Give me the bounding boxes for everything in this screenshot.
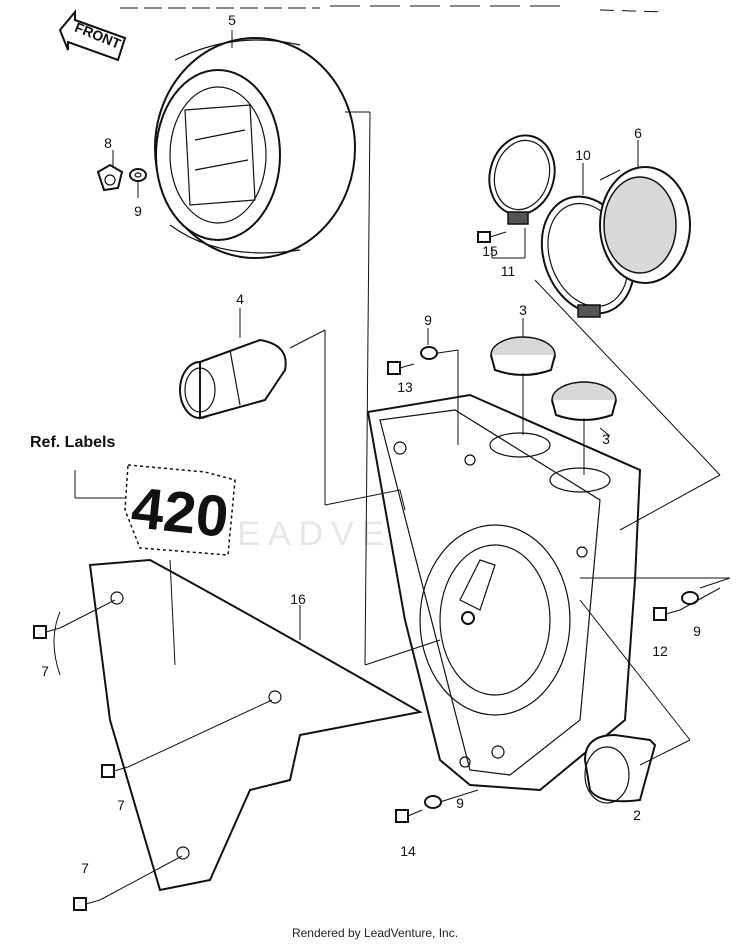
bolt-7-b bbox=[101, 764, 129, 778]
clamp-ring-11 bbox=[488, 134, 556, 225]
intake-duct-4 bbox=[179, 338, 287, 420]
callout-16: 16 bbox=[290, 591, 306, 607]
wing-nut bbox=[96, 163, 124, 192]
bolt-12 bbox=[653, 607, 681, 621]
air-box-housing bbox=[366, 393, 642, 792]
bolt-7-c bbox=[73, 897, 101, 911]
callout-7-b: 7 bbox=[117, 797, 125, 813]
callout-5: 5 bbox=[228, 12, 236, 28]
callout-8: 8 bbox=[104, 135, 112, 151]
cap-3-a bbox=[490, 336, 556, 376]
washer-9-top bbox=[129, 168, 147, 182]
callout-14: 14 bbox=[400, 843, 416, 859]
callout-13: 13 bbox=[397, 379, 413, 395]
cap-2 bbox=[583, 733, 657, 804]
callouts: 5 8 9 10 6 15 11 4 9 13 3 3 16 7 12 9 7 … bbox=[41, 12, 701, 876]
callout-3-b: 3 bbox=[602, 431, 610, 447]
screw-15 bbox=[477, 231, 507, 243]
callout-9-mid: 9 bbox=[424, 312, 432, 328]
cover-6 bbox=[599, 166, 691, 284]
callout-7-c: 7 bbox=[81, 860, 89, 876]
bolt-14 bbox=[395, 809, 423, 823]
ref-labels-heading: Ref. Labels bbox=[30, 434, 116, 451]
bolt-7-a bbox=[33, 625, 61, 639]
bolt-13 bbox=[387, 361, 415, 375]
cap-3-b bbox=[551, 381, 617, 421]
callout-12: 12 bbox=[652, 643, 668, 659]
washer-9-mid bbox=[420, 346, 438, 360]
callout-9-right: 9 bbox=[693, 623, 701, 639]
front-arrow-icon: FRONT bbox=[58, 9, 127, 62]
label-420-graphic: 420 bbox=[130, 475, 230, 550]
callout-7-a: 7 bbox=[41, 663, 49, 679]
callout-15: 15 bbox=[482, 243, 498, 259]
side-cover-16 bbox=[88, 558, 423, 892]
callout-10: 10 bbox=[575, 147, 591, 163]
callout-9-top: 9 bbox=[134, 203, 142, 219]
leader-lines bbox=[53, 30, 731, 901]
callout-2: 2 bbox=[633, 807, 641, 823]
callout-6: 6 bbox=[634, 125, 642, 141]
footer-credit: Rendered by LeadVenture, Inc. bbox=[291, 926, 459, 940]
callout-9-bottom: 9 bbox=[456, 795, 464, 811]
ref-label-decal bbox=[124, 464, 236, 556]
callout-3-a: 3 bbox=[519, 302, 527, 318]
air-filter-element bbox=[154, 37, 356, 259]
washer-9-right bbox=[681, 591, 699, 605]
washer-9-bottom bbox=[424, 795, 442, 809]
callout-4: 4 bbox=[236, 291, 244, 307]
label-420-text: 420 bbox=[130, 475, 230, 550]
callout-11: 11 bbox=[501, 263, 516, 279]
top-border-lines bbox=[120, 5, 666, 13]
